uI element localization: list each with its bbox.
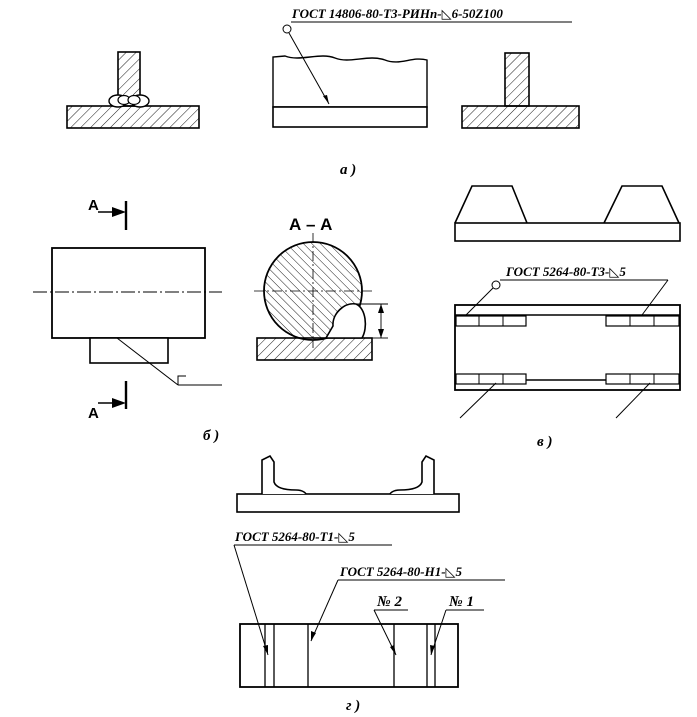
v-leaders bbox=[459, 279, 669, 419]
callout-v-weld: ГОСТ 5264-80-Т3-◺5 bbox=[505, 264, 626, 279]
g-side-view bbox=[236, 454, 460, 513]
figure-b: А А А – А bbox=[33, 197, 388, 444]
a1-stud-weld-view bbox=[66, 51, 200, 129]
b-base-plate bbox=[89, 337, 169, 364]
callout-a-weld: ГОСТ 14806-80-Т3-РИНп-◺6-50Z100 bbox=[291, 6, 503, 21]
b-section-view bbox=[254, 233, 388, 361]
a1-weld-beads bbox=[108, 94, 150, 108]
a2-plate-view: ГОСТ 14806-80-Т3-РИНп-◺6-50Z100 bbox=[272, 6, 572, 128]
g-leaders bbox=[233, 544, 505, 656]
cut-label-top: А bbox=[88, 197, 99, 214]
figure-v: ГОСТ 5264-80-Т3-◺5 в ) bbox=[454, 185, 681, 450]
callout-g-weld-2: ГОСТ 5264-80-Н1-◺5 bbox=[339, 564, 463, 579]
caption-g: г ) bbox=[346, 698, 360, 714]
callout-g-no1: № 1 bbox=[448, 594, 474, 610]
v-weld-seams bbox=[455, 315, 680, 385]
section-title: А – А bbox=[289, 215, 332, 234]
caption-a: а ) bbox=[340, 162, 356, 178]
v-plan-view: ГОСТ 5264-80-Т3-◺5 bbox=[454, 264, 681, 419]
caption-v: в ) bbox=[537, 434, 552, 450]
b-weld-leader bbox=[116, 337, 222, 386]
g-plan-view bbox=[239, 623, 459, 688]
caption-b: б ) bbox=[203, 428, 219, 444]
a2-leader bbox=[282, 21, 572, 105]
b-dimension bbox=[352, 303, 388, 339]
v-top-view bbox=[454, 185, 681, 242]
a3-stud-view bbox=[461, 52, 580, 129]
b-shaft-body bbox=[51, 247, 206, 339]
callout-g-no2: № 2 bbox=[376, 594, 402, 610]
cut-label-bottom: А bbox=[88, 405, 99, 422]
section-cut-top: А bbox=[88, 197, 128, 230]
section-cut-bottom: А bbox=[88, 381, 128, 422]
figure-a: ГОСТ 14806-80-Т3-РИНп-◺6-50Z100 а ) bbox=[66, 6, 580, 178]
callout-g-weld-1: ГОСТ 5264-80-Т1-◺5 bbox=[234, 529, 355, 544]
figure-g: ГОСТ 5264-80-Т1-◺5 ГОСТ 5264-80-Н1-◺5 № … bbox=[233, 454, 505, 714]
